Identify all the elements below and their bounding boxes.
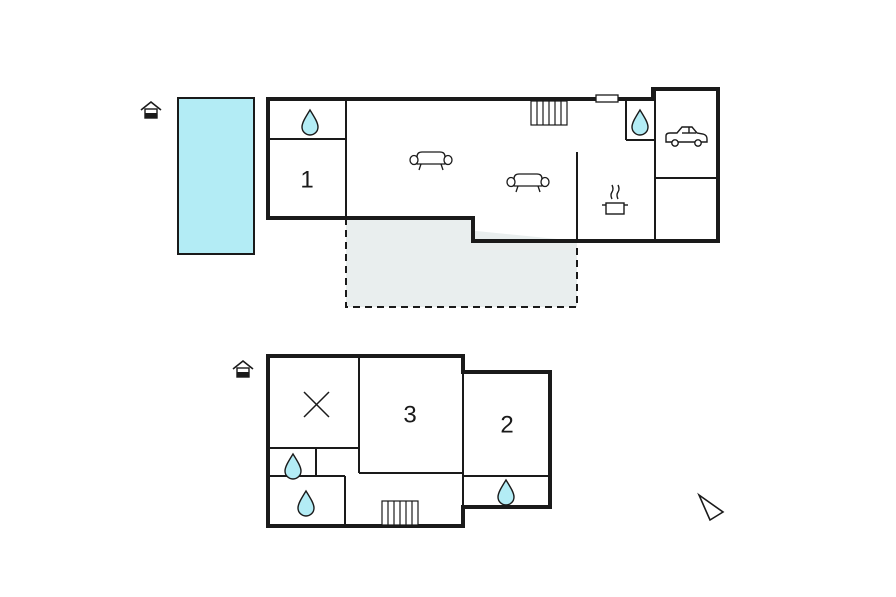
sofa-icon	[409, 151, 453, 171]
compass-icon	[697, 492, 725, 522]
water-drop-icon	[631, 109, 649, 136]
water-drop-icon	[497, 479, 515, 506]
house-icon	[232, 360, 254, 378]
room-label-3: 3	[403, 401, 416, 428]
ground-floor-outline	[266, 87, 720, 243]
ground-floor: 1	[140, 87, 720, 308]
void-x-icon	[303, 391, 330, 418]
stairs-icon	[530, 100, 568, 126]
cooking-pot-icon	[602, 184, 628, 215]
pool	[177, 97, 255, 255]
house-icon	[140, 101, 162, 119]
sofa-icon	[506, 173, 550, 193]
interior-walls	[268, 356, 550, 526]
interior-walls	[268, 89, 718, 241]
window	[595, 94, 619, 103]
car-icon	[665, 126, 708, 147]
room-label-1: 1	[300, 166, 313, 193]
stairs-icon	[381, 500, 419, 526]
upper-floor: 3 2	[232, 354, 552, 528]
water-drop-icon	[301, 109, 319, 136]
water-drop-icon	[284, 453, 302, 480]
upper-floor-outline	[266, 354, 552, 528]
water-drop-icon	[297, 490, 315, 517]
room-label-2: 2	[500, 411, 513, 438]
